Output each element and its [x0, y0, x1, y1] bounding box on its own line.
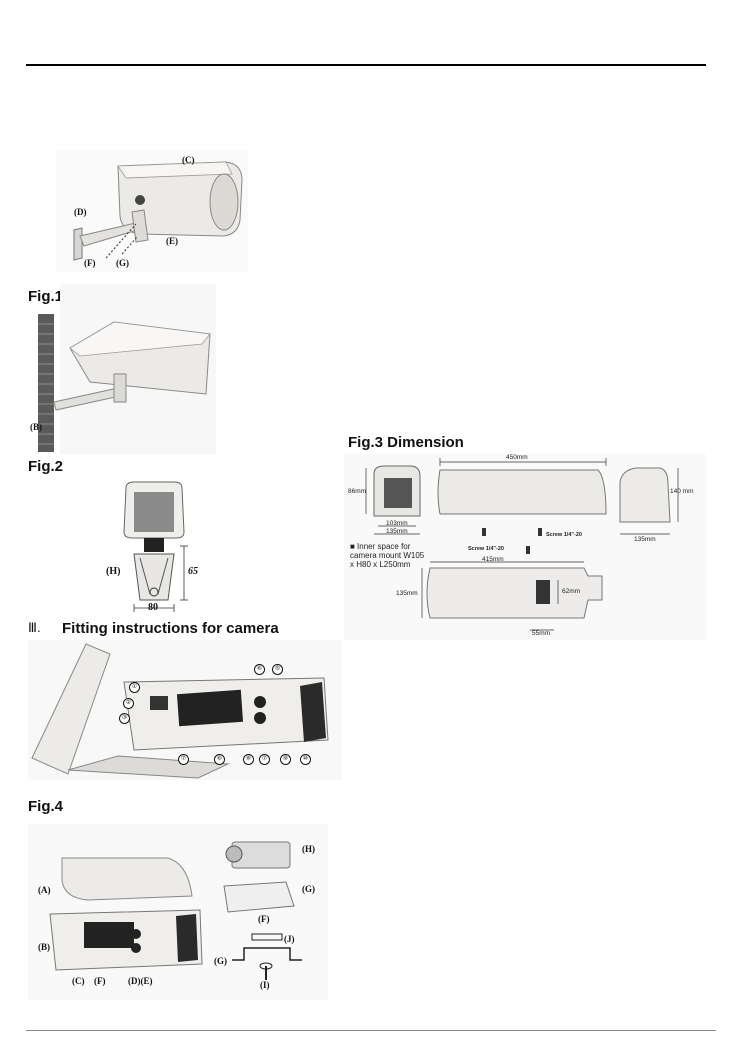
fig3-outer-width: 135mm	[386, 528, 408, 535]
fig4-label-f2: (F)	[258, 914, 270, 924]
fig4-label-b: (B)	[38, 942, 50, 952]
fig3-length-dim: 450mm	[506, 454, 528, 461]
fig1-label-c: (C)	[182, 155, 195, 165]
fitting-callout-7a: ⑦	[178, 754, 189, 765]
fitting-callout-8: ⑧	[243, 754, 254, 765]
fig1-drawing	[56, 150, 248, 272]
top-rule	[26, 64, 706, 66]
fig3-slot-width: 55mm	[532, 630, 551, 637]
fig4-heading: Fig.4	[28, 798, 64, 815]
section-iii-heading: Fitting instructions for camera	[62, 620, 279, 637]
fig4-illustration: (A) (B) (C) (F) (D)(E) (H) (G) (F) (J) (…	[28, 824, 328, 1000]
fig4-label-a: (A)	[38, 885, 51, 895]
fitting-illustration: ① ② ③ ⑥ ⑤ ⑥ ⑦ ⑧ ⑦ ⑨ ⑩	[28, 640, 342, 780]
fig1b-illustration: (B)	[30, 284, 216, 454]
fig1-heading: Fig.1	[28, 288, 64, 305]
fitting-callout-2: ②	[123, 698, 134, 709]
fitting-callout-9: ⑨	[280, 754, 291, 765]
wall-mount-drawing	[38, 284, 216, 454]
fig1-label-f: (F)	[84, 258, 96, 268]
fitting-callout-3: ③	[119, 713, 130, 724]
fig4-label-j: (J)	[284, 934, 295, 944]
fig2-width-dim: 80	[148, 602, 158, 613]
fig2-illustration: (H) 65 80	[104, 474, 204, 620]
fig2-label-h: (H)	[106, 566, 121, 577]
bottom-rule	[26, 1030, 716, 1031]
fig2-height-dim: 65	[188, 566, 198, 577]
fig4-label-f: (F)	[94, 976, 106, 986]
fig1b-label-b: (B)	[30, 422, 42, 432]
fig4-label-g: (G)	[302, 884, 315, 894]
fig4-drawing	[28, 824, 328, 1000]
fig3-screw-b: Screw 1/4"-20	[468, 546, 504, 552]
fig3-bottom-width: 135mm	[396, 590, 418, 597]
fitting-callout-7b: ⑦	[259, 754, 270, 765]
fig3-side-width: 135mm	[634, 536, 656, 543]
fig1-label-g: (G)	[116, 258, 129, 268]
fig4-label-de: (D)(E)	[128, 976, 153, 986]
fig4-label-c: (C)	[72, 976, 85, 986]
section-iii-roman: Ⅲ.	[28, 620, 41, 635]
fig2-heading: Fig.2	[28, 458, 64, 475]
fig1-label-d: (D)	[74, 207, 87, 217]
fig1-illustration: (C) (D) (E) (F) (G)	[56, 150, 248, 272]
fitting-callout-6b: ⑥	[214, 754, 225, 765]
fig3-drawing	[344, 454, 706, 640]
fig4-label-i: (I)	[260, 980, 270, 990]
fig3-inner-space-note: ■ Inner space for camera mount W105 x H8…	[350, 542, 425, 569]
fig3-bottom-length: 415mm	[482, 556, 504, 563]
fig3-inner-width: 103mm	[386, 520, 408, 527]
fig2-drawing	[123, 481, 188, 612]
fitting-callout-1: ①	[129, 682, 140, 693]
fig4-label-g2: (G)	[214, 956, 227, 966]
fig3-screw-a: Screw 1/4"-20	[546, 532, 582, 538]
fig3-heading: Fig.3 Dimension	[348, 434, 464, 451]
fitting-callout-5: ⑤	[272, 664, 283, 675]
fig3-illustration: 450mm 86mm 103mm 135mm 140 mm 135mm Scre…	[344, 454, 706, 640]
fitting-callout-6a: ⑥	[254, 664, 265, 675]
fig1-label-e: (E)	[166, 236, 178, 246]
fig3-front-height: 86mm	[348, 488, 367, 495]
fig4-label-h: (H)	[302, 844, 315, 854]
fitting-callout-10: ⑩	[300, 754, 311, 765]
fig3-slot-height: 62mm	[562, 588, 581, 595]
fig3-side-height: 140 mm	[670, 488, 694, 495]
